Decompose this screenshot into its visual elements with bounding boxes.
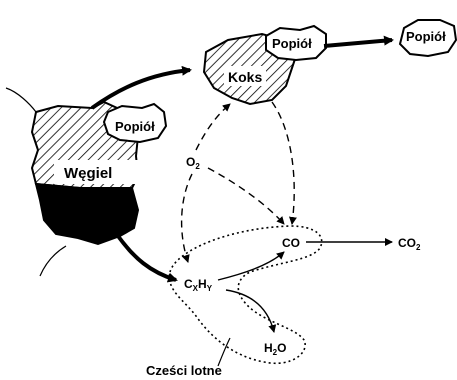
arrow-oxygen-to-hydrocarbon — [180, 173, 193, 263]
arrow-coke-to-co — [271, 101, 297, 225]
co2-label: CO2 — [398, 236, 421, 252]
arrow-coal-to-coke — [90, 65, 192, 110]
ash-blob-coal — [102, 102, 168, 144]
coke-label: Koks — [228, 69, 262, 85]
ash-label-coal: Popiół — [115, 119, 155, 134]
ash-blob-final — [398, 19, 457, 58]
arrow-coke-to-ash — [323, 35, 394, 48]
arrow-hydrocarbon-to-co — [217, 251, 285, 281]
ash-blob-coke — [265, 24, 327, 62]
co-label: CO — [282, 236, 300, 250]
coke-label-bg — [224, 66, 266, 86]
oxygen-label: O2 — [186, 155, 200, 171]
input-line-bottom — [39, 245, 67, 277]
coal-label: Węgiel — [64, 165, 112, 182]
coal-label-bg — [54, 160, 144, 184]
coal-particle-solid — [34, 182, 140, 246]
ash-label-final: Popiół — [406, 29, 446, 44]
water-label: H2O — [264, 341, 286, 357]
volatiles-enclosure — [168, 225, 323, 365]
input-line-top — [5, 87, 37, 113]
arrow-coal-to-hydrocarbon — [116, 234, 178, 283]
hydrocarbon-label: CXHY — [184, 277, 213, 293]
ash-label-coke: Popiół — [272, 36, 312, 51]
volatiles-label: Cześci lotne — [146, 363, 222, 378]
arrow-oxygen-to-coke — [195, 103, 231, 151]
volatiles-pointer — [217, 337, 231, 367]
arrow-oxygen-to-co — [207, 167, 285, 225]
arrow-hydrocarbon-to-water — [225, 289, 277, 333]
